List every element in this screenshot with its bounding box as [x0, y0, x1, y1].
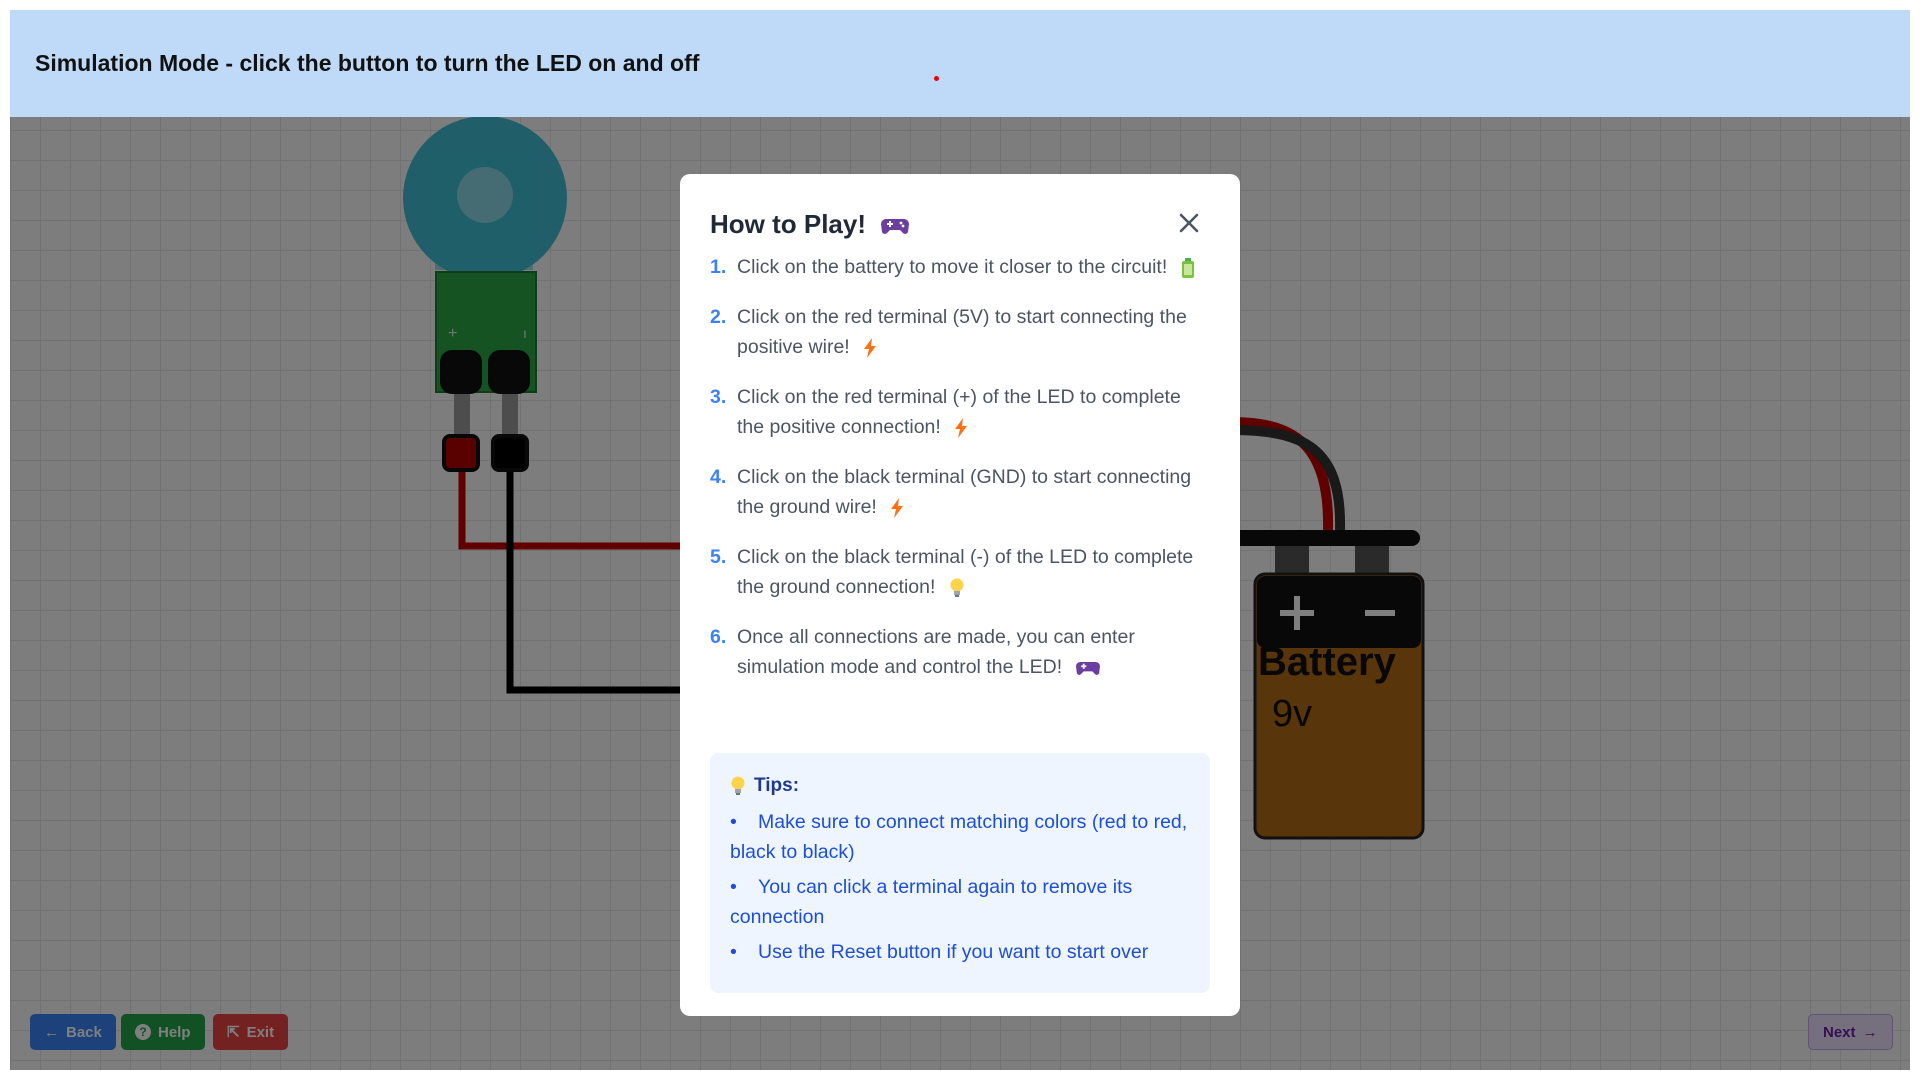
battery-icon: [1181, 257, 1194, 278]
step-item: 5. Click on the black terminal (-) of th…: [710, 542, 1210, 602]
lightbulb-icon: [950, 578, 964, 597]
step-number: 5.: [710, 546, 727, 568]
step-item: 4. Click on the black terminal (GND) to …: [710, 462, 1210, 522]
step-number: 2.: [710, 306, 727, 328]
step-number: 3.: [710, 386, 727, 408]
tip-text: You can click a terminal again to remove…: [730, 876, 1133, 928]
tip-item: •You can click a terminal again to remov…: [730, 876, 1133, 928]
how-to-play-modal: How to Play! 1. Click on the battery to …: [680, 174, 1240, 1016]
tip-text: Use the Reset button if you want to star…: [758, 941, 1149, 963]
tip-item: •Use the Reset button if you want to sta…: [730, 941, 1149, 963]
tip-item: •Make sure to connect matching colors (r…: [730, 811, 1188, 863]
modal-title-text: How to Play!: [710, 209, 867, 239]
step-item: 6. Once all connections are made, you ca…: [710, 622, 1210, 682]
step-number: 6.: [710, 626, 727, 648]
step-item: 3. Click on the red terminal (+) of the …: [710, 382, 1210, 442]
tips-title-text: Tips:: [754, 775, 800, 796]
step-number: 1.: [710, 256, 727, 278]
gamepad-icon: [881, 219, 910, 235]
app-frame: + ı Battery 9v Simulation Mode - click t…: [10, 10, 1910, 1070]
step-item: 1. Click on the battery to move it close…: [710, 252, 1210, 282]
cursor-dot: [934, 76, 939, 81]
lightning-icon: [864, 337, 877, 358]
step-item: 2. Click on the red terminal (5V) to sta…: [710, 302, 1210, 362]
close-icon[interactable]: [1174, 208, 1204, 238]
step-text: Once all connections are made, you can e…: [737, 626, 1135, 678]
tip-text: Make sure to connect matching colors (re…: [730, 811, 1188, 863]
header-title: Simulation Mode - click the button to tu…: [35, 50, 700, 76]
steps-list: 1. Click on the battery to move it close…: [710, 252, 1210, 682]
step-text: Click on the black terminal (-) of the L…: [737, 546, 1194, 598]
gamepad-icon: [1075, 661, 1100, 675]
mode-header: Simulation Mode - click the button to tu…: [10, 10, 1910, 117]
step-text: Click on the black terminal (GND) to sta…: [737, 466, 1192, 518]
lightning-icon: [955, 417, 968, 438]
step-text: Click on the red terminal (+) of the LED…: [737, 386, 1181, 438]
tips-box: Tips: •Make sure to connect matching col…: [710, 753, 1210, 993]
modal-title: How to Play!: [710, 204, 1210, 244]
step-number: 4.: [710, 466, 727, 488]
step-text: Click on the battery to move it closer t…: [737, 256, 1168, 278]
lightbulb-icon: [731, 776, 745, 795]
step-text: Click on the red terminal (5V) to start …: [737, 306, 1187, 358]
tips-title: Tips:: [730, 775, 1190, 797]
lightning-icon: [891, 497, 904, 518]
